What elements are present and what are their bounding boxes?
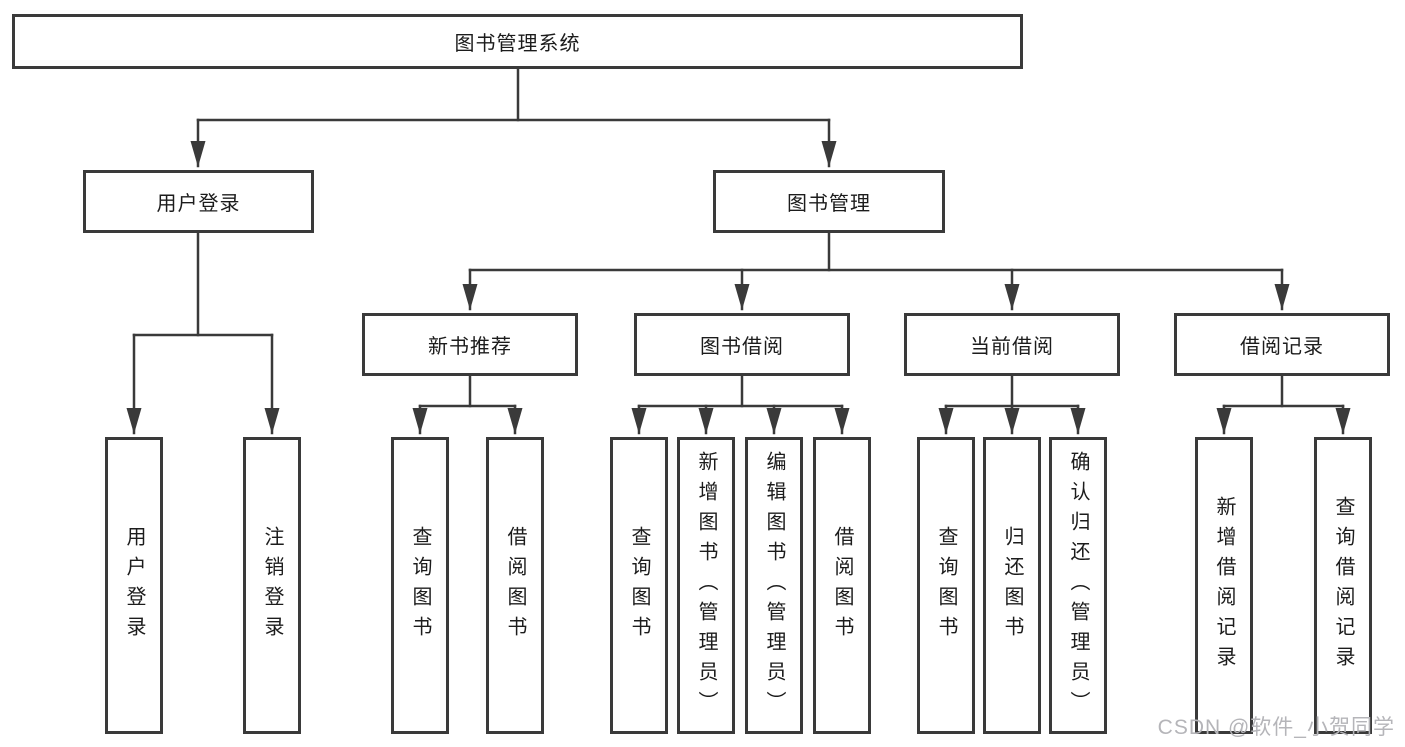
leaf-label: 用户登录	[123, 525, 145, 646]
leaf-return-books: 归还图书	[983, 437, 1041, 734]
leaf-label: 新增图书（管理员）	[695, 450, 717, 721]
leaf-label: 查询借阅记录	[1332, 495, 1354, 676]
leaf-label: 查询图书	[409, 525, 431, 646]
leaf-label: 借阅图书	[831, 525, 853, 646]
leaf-borrow-books: 借阅图书	[486, 437, 544, 734]
node-book-management: 图书管理	[713, 170, 945, 233]
node-label: 用户登录	[156, 193, 241, 215]
leaf-label: 归还图书	[1001, 525, 1023, 646]
leaf-label: 查询图书	[628, 525, 650, 646]
leaf-logout-login: 注销登录	[243, 437, 301, 734]
leaf-label: 新增借阅记录	[1213, 495, 1235, 676]
node-label: 图书管理系统	[454, 33, 581, 55]
leaf-query-borrow-record: 查询借阅记录	[1314, 437, 1372, 734]
leaf-add-book-admin: 新增图书（管理员）	[677, 437, 735, 734]
leaf-query-books: 查询图书	[917, 437, 975, 734]
node-user-login: 用户登录	[83, 170, 314, 233]
leaf-label: 查询图书	[935, 525, 957, 646]
node-label: 当前借阅	[970, 336, 1054, 358]
leaf-label: 注销登录	[261, 525, 283, 646]
leaf-label: 借阅图书	[504, 525, 526, 646]
node-new-book-recommendation: 新书推荐	[362, 313, 578, 376]
leaf-add-borrow-record: 新增借阅记录	[1195, 437, 1253, 734]
node-book-borrowing: 图书借阅	[634, 313, 850, 376]
node-label: 新书推荐	[428, 336, 512, 358]
leaf-user-login: 用户登录	[105, 437, 163, 734]
leaf-query-books: 查询图书	[610, 437, 668, 734]
node-borrowing-records: 借阅记录	[1174, 313, 1390, 376]
leaf-confirm-return-admin: 确认归还（管理员）	[1049, 437, 1107, 734]
node-label: 图书管理	[787, 193, 871, 215]
leaf-query-books: 查询图书	[391, 437, 449, 734]
leaf-edit-book-admin: 编辑图书（管理员）	[745, 437, 803, 734]
node-label: 借阅记录	[1240, 336, 1324, 358]
node-library-management-system: 图书管理系统	[12, 14, 1023, 69]
leaf-label: 确认归还（管理员）	[1067, 450, 1089, 721]
node-current-borrowing: 当前借阅	[904, 313, 1120, 376]
leaf-borrow-books: 借阅图书	[813, 437, 871, 734]
leaf-label: 编辑图书（管理员）	[763, 450, 785, 721]
node-label: 图书借阅	[700, 336, 784, 358]
csdn-watermark: CSDN @软件_小贺同学	[1157, 716, 1395, 739]
